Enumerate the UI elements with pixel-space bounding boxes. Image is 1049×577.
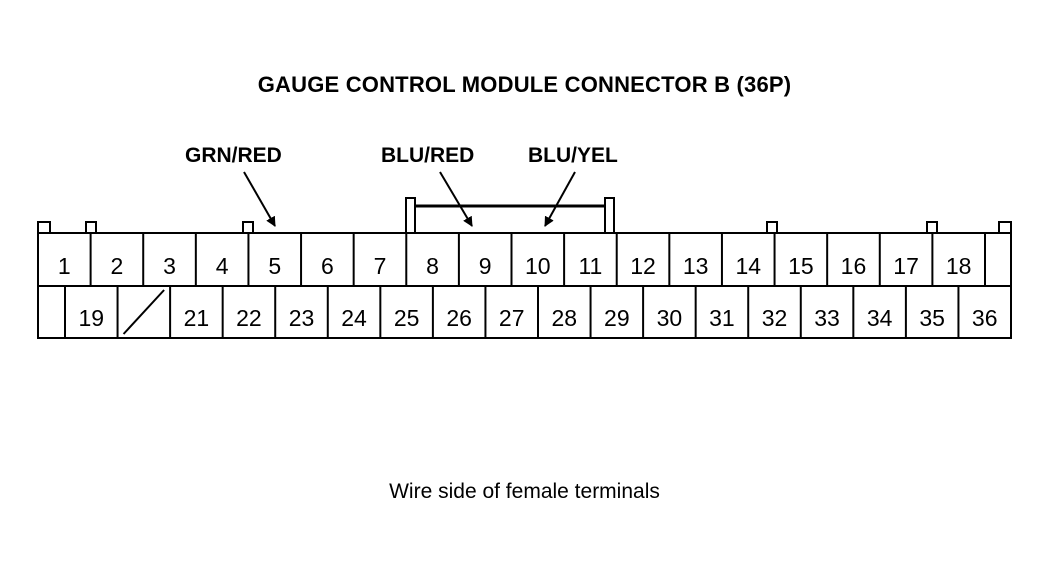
pin-label-27: 27	[499, 305, 525, 331]
wire-label-grn-red: GRN/RED	[185, 144, 282, 167]
pin-label-22: 22	[236, 305, 262, 331]
pin-label-1: 1	[58, 253, 71, 279]
right-end-tab	[998, 221, 1012, 233]
pin-label-9: 9	[479, 253, 492, 279]
pin-label-17: 17	[893, 253, 919, 279]
pin-label-34: 34	[867, 305, 893, 331]
pin-label-10: 10	[525, 253, 551, 279]
pin-label-25: 25	[394, 305, 420, 331]
pin-label-3: 3	[163, 253, 176, 279]
pin-label-30: 30	[657, 305, 683, 331]
bottom-row-cavities: 19 21 22 23 24 25 26 27 28 29 30 31 32 33 34 35 36	[64, 286, 998, 338]
unused-cavity-slash	[122, 289, 165, 335]
left-end-tab	[37, 221, 51, 233]
locating-bump	[926, 221, 938, 234]
pin-label-29: 29	[604, 305, 630, 331]
arrow-grn-red-to-pin-5	[243, 171, 276, 227]
wire-arrows	[243, 171, 576, 227]
diagram-caption: Wire side of female terminals	[389, 480, 660, 503]
pin-label-28: 28	[551, 305, 577, 331]
pin-label-8: 8	[426, 253, 439, 279]
pin-label-11: 11	[578, 253, 602, 279]
pin-label-15: 15	[788, 253, 814, 279]
pin-label-12: 12	[630, 253, 656, 279]
pin-label-16: 16	[841, 253, 867, 279]
pin-label-26: 26	[446, 305, 472, 331]
lock-post-right	[604, 197, 615, 234]
locating-bump	[242, 221, 254, 234]
diagram-title: GAUGE CONTROL MODULE CONNECTOR B (36P)	[257, 72, 792, 97]
pin-label-23: 23	[289, 305, 315, 331]
pin-label-35: 35	[919, 305, 945, 331]
locating-bump	[85, 221, 97, 234]
wire-label-blu-red: BLU/RED	[381, 144, 475, 167]
arrow-blu-red-to-pin-9	[439, 171, 473, 227]
pin-label-4: 4	[216, 253, 229, 279]
pin-label-36: 36	[972, 305, 998, 331]
pin-label-7: 7	[374, 253, 387, 279]
pin-label-6: 6	[321, 253, 334, 279]
pin-label-24: 24	[341, 305, 367, 331]
lock-post-left	[405, 197, 416, 234]
pin-label-2: 2	[111, 253, 124, 279]
locating-bump	[766, 221, 778, 234]
arrow-blu-yel-to-pin-10	[544, 171, 576, 227]
pin-label-5: 5	[268, 253, 281, 279]
pin-label-18: 18	[946, 253, 972, 279]
pin-label-31: 31	[709, 305, 735, 331]
pin-label-13: 13	[683, 253, 709, 279]
pin-label-33: 33	[814, 305, 840, 331]
wire-label-blu-yel: BLU/YEL	[528, 144, 618, 167]
pin-label-32: 32	[762, 305, 788, 331]
pin-label-19: 19	[78, 305, 104, 331]
pin-label-21: 21	[184, 305, 210, 331]
pin-label-14: 14	[735, 253, 761, 279]
